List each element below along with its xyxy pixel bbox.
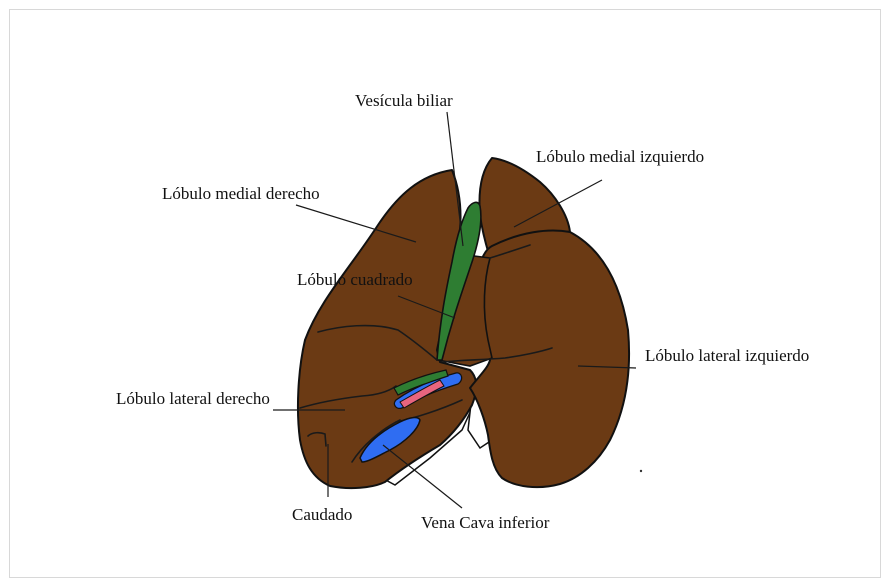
label-caudado: Caudado (292, 505, 352, 524)
label-vena-cava: Vena Cava inferior (421, 513, 550, 532)
label-lateral-der: Lóbulo lateral derecho (116, 389, 270, 408)
label-cuadrado: Lóbulo cuadrado (297, 270, 413, 289)
label-vesicula: Vesícula biliar (355, 91, 453, 110)
label-lateral-izq: Lóbulo lateral izquierdo (645, 346, 809, 365)
stray-dot (640, 470, 642, 472)
label-medial-izq: Lóbulo medial izquierdo (536, 147, 704, 166)
label-medial-der: Lóbulo medial derecho (162, 184, 320, 203)
